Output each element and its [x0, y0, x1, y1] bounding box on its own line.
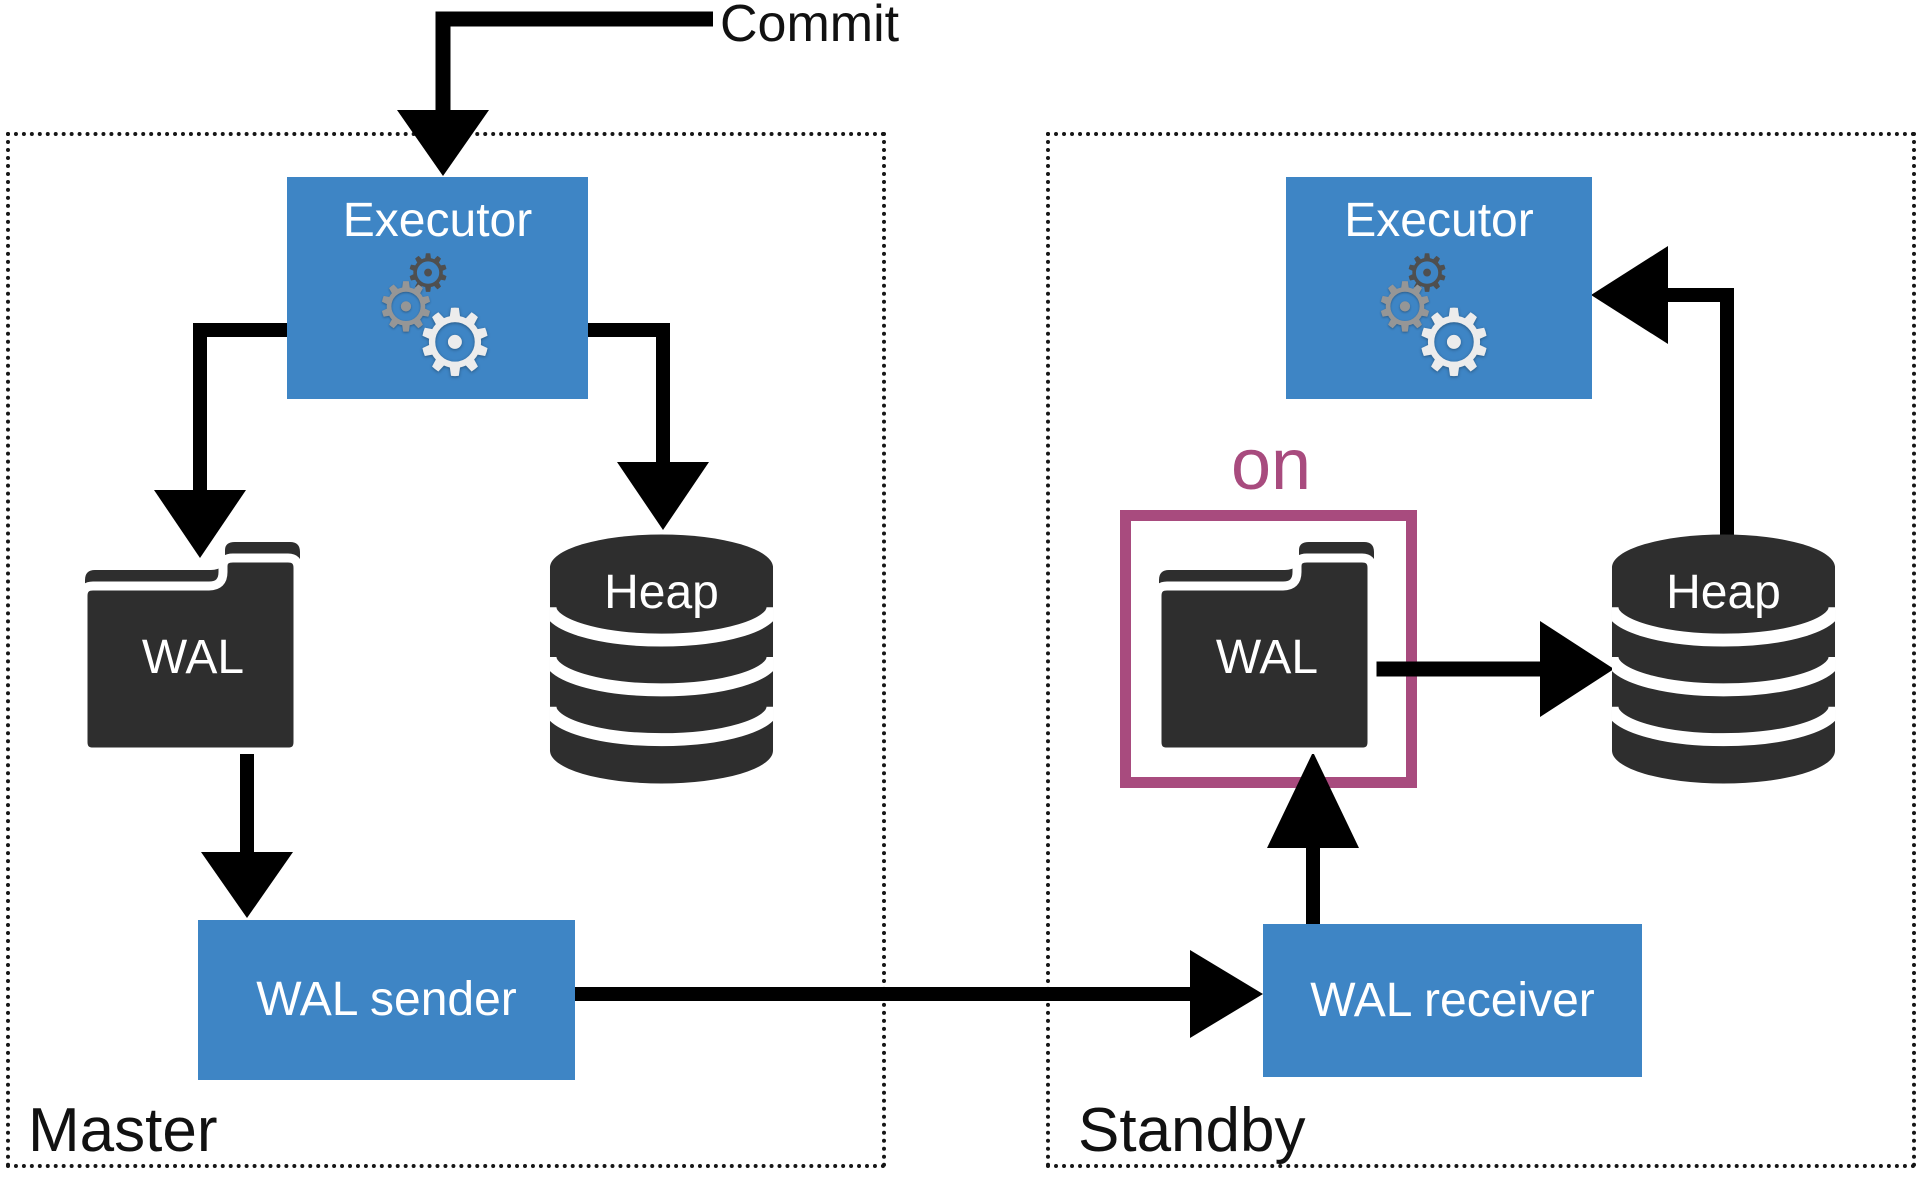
wal-receiver-label: WAL receiver — [1310, 973, 1595, 1027]
database-icon — [1611, 534, 1836, 784]
gear-icon: ⚙ — [404, 243, 452, 304]
wal-receiver-node: WAL receiver — [1263, 924, 1642, 1077]
master-region-title: Master — [28, 1096, 218, 1165]
standby-region-title: Standby — [1078, 1096, 1306, 1165]
standby-region-frame — [1046, 132, 1916, 1168]
on-label: on — [1230, 425, 1312, 505]
master-executor-node: Executor ⚙ ⚙ ⚙ — [287, 177, 588, 399]
master-executor-label: Executor — [342, 194, 533, 247]
standby-wal-node: WAL — [1152, 524, 1377, 757]
standby-wal-label: WAL — [1215, 631, 1319, 684]
gear-icon: ⚙ — [1403, 243, 1451, 304]
standby-heap-node: Heap — [1610, 533, 1837, 785]
folder-icon — [78, 542, 303, 757]
wal-sender-node: WAL sender — [198, 920, 575, 1080]
standby-executor-node: Executor ⚙ ⚙ ⚙ — [1286, 177, 1592, 399]
folder-icon — [1152, 542, 1377, 757]
master-wal-node: WAL — [78, 524, 303, 757]
database-icon — [549, 534, 774, 784]
master-heap-label: Heap — [604, 566, 719, 619]
master-wal-label: WAL — [141, 631, 245, 684]
commit-label: Commit — [720, 0, 900, 53]
gear-icon: ⚙ — [1412, 289, 1496, 397]
standby-executor-label: Executor — [1344, 194, 1534, 247]
wal-sender-label: WAL sender — [256, 973, 517, 1027]
gear-icon: ⚙ — [375, 268, 437, 348]
gear-icon: ⚙ — [1374, 268, 1436, 348]
master-heap-node: Heap — [548, 533, 775, 785]
standby-heap-label: Heap — [1666, 566, 1781, 619]
gear-icon: ⚙ — [413, 289, 497, 397]
